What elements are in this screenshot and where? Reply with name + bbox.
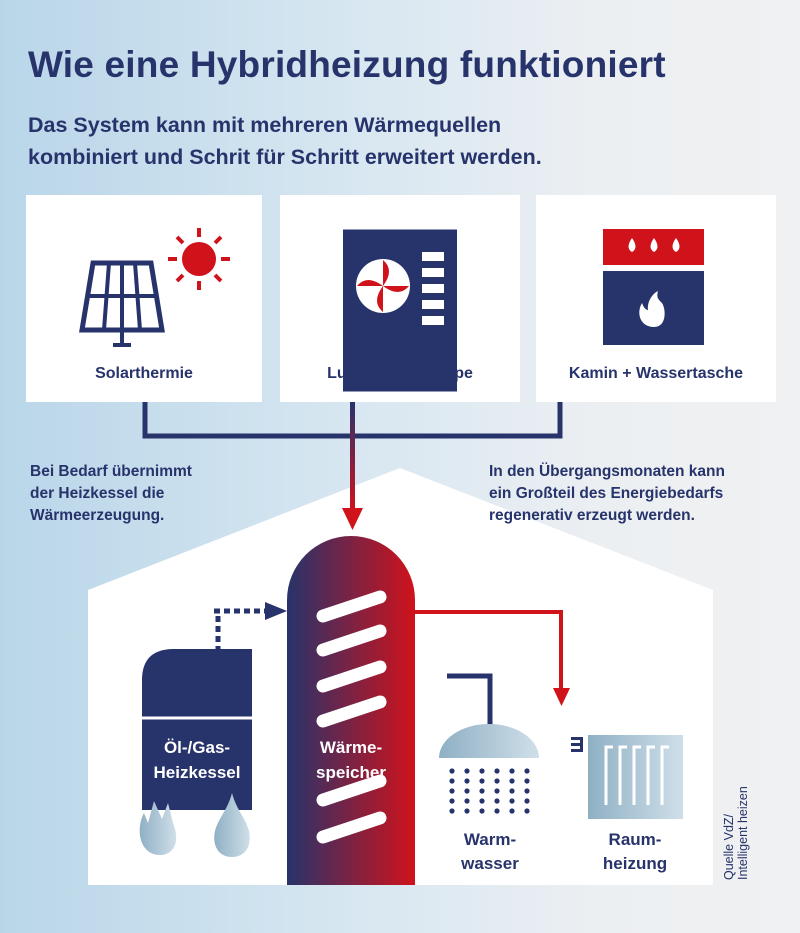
label-line: Wärme-	[319, 738, 383, 757]
note-line: Wärmeerzeugung.	[30, 507, 165, 524]
water-drop-dot	[524, 778, 530, 784]
radiator-icon	[571, 735, 683, 819]
shower-head-icon	[439, 724, 539, 758]
note-line: Bei Bedarf übernimmt	[30, 463, 192, 480]
water-drop-dot	[524, 808, 530, 814]
water-drop-dot	[449, 778, 455, 784]
water-drop-dot	[494, 778, 500, 784]
water-drop-dot	[449, 768, 455, 774]
water-drop-dot	[464, 788, 470, 794]
water-drop-dot	[509, 788, 515, 794]
water-drop-dot	[509, 798, 515, 804]
note-line: der Heizkessel die	[30, 485, 165, 502]
water-drop-dot	[479, 808, 485, 814]
note-right: In den Übergangsmonaten kann ein Großtei…	[489, 461, 725, 527]
water-drop-dot	[479, 778, 485, 784]
solar-panel-sun-icon	[79, 228, 230, 347]
source-label-solar: Solarthermie	[95, 365, 193, 382]
water-drop-dot	[449, 788, 455, 794]
water-drop-dot	[494, 798, 500, 804]
label-line: Heizkessel	[153, 763, 241, 782]
note-line: regenerativ erzeugt werden.	[489, 507, 695, 524]
storage-label: Wärme- speicher	[287, 735, 415, 785]
shower-water-dots	[449, 768, 530, 814]
water-drop-dot	[509, 808, 515, 814]
card-solar	[26, 195, 262, 402]
heat-exchanger-coil	[316, 590, 387, 844]
gas-flame-icon	[139, 801, 177, 855]
page-title: Wie eine Hybridheizung funktioniert	[28, 44, 666, 85]
fireplace-icon	[603, 229, 704, 345]
water-drop-dot	[524, 798, 530, 804]
water-drop-dot	[524, 768, 530, 774]
supply-pipe	[350, 402, 355, 510]
source-credit: Quelle VdZ/ Intelligent heizen	[722, 786, 750, 880]
shower-pipe	[447, 673, 493, 725]
boiler	[142, 649, 252, 810]
subtitle-line-1: Das System kann mit mehreren Wärmequelle…	[28, 113, 502, 137]
heat-pump-icon	[343, 229, 457, 392]
subtitle-line-2: kombiniert und Schrit für Schritt erweit…	[28, 145, 542, 169]
note-left: Bei Bedarf übernimmt der Heizkessel die …	[30, 461, 192, 527]
credit-line: Quelle VdZ/	[722, 813, 736, 880]
boiler-label: Öl-/Gas- Heizkessel	[142, 735, 252, 785]
water-drop-dot	[449, 798, 455, 804]
label-line: Öl-/Gas-	[163, 738, 231, 757]
water-drop-dot	[464, 798, 470, 804]
water-drop-dot	[509, 768, 515, 774]
source-label-fireplace: Kamin + Wassertasche	[568, 365, 744, 382]
heating-label: Raum- heizung	[585, 828, 685, 876]
hot-water-label: Warm- wasser	[440, 828, 540, 876]
water-drop-dot	[464, 768, 470, 774]
label-line: Raum-	[608, 830, 662, 849]
label-line: wasser	[461, 854, 519, 873]
note-line: ein Großteil des Energiebedarfs	[489, 485, 724, 502]
arrow-right-icon	[265, 602, 287, 620]
water-drop-dot	[479, 768, 485, 774]
oil-drop-icon	[214, 793, 250, 857]
water-drop-dot	[494, 768, 500, 774]
water-drop-dot	[494, 788, 500, 794]
label-line: speicher	[316, 763, 386, 782]
water-drop-dot	[509, 778, 515, 784]
credit-line: Intelligent heizen	[736, 786, 750, 880]
water-drop-dot	[524, 788, 530, 794]
water-drop-dot	[494, 808, 500, 814]
source-label-heat-pump: Luft-/Wärmepumpe	[327, 365, 473, 382]
water-drop-dot	[464, 808, 470, 814]
label-line: heizung	[602, 854, 668, 873]
label-line: Warm-	[463, 830, 517, 849]
note-line: In den Übergangsmonaten kann	[489, 463, 725, 480]
arrow-down-icon	[553, 688, 570, 706]
arrow-down-icon	[342, 508, 363, 530]
water-drop-dot	[464, 778, 470, 784]
heating-pipe	[415, 610, 563, 690]
water-drop-dot	[479, 788, 485, 794]
water-drop-dot	[449, 808, 455, 814]
water-drop-dot	[479, 798, 485, 804]
